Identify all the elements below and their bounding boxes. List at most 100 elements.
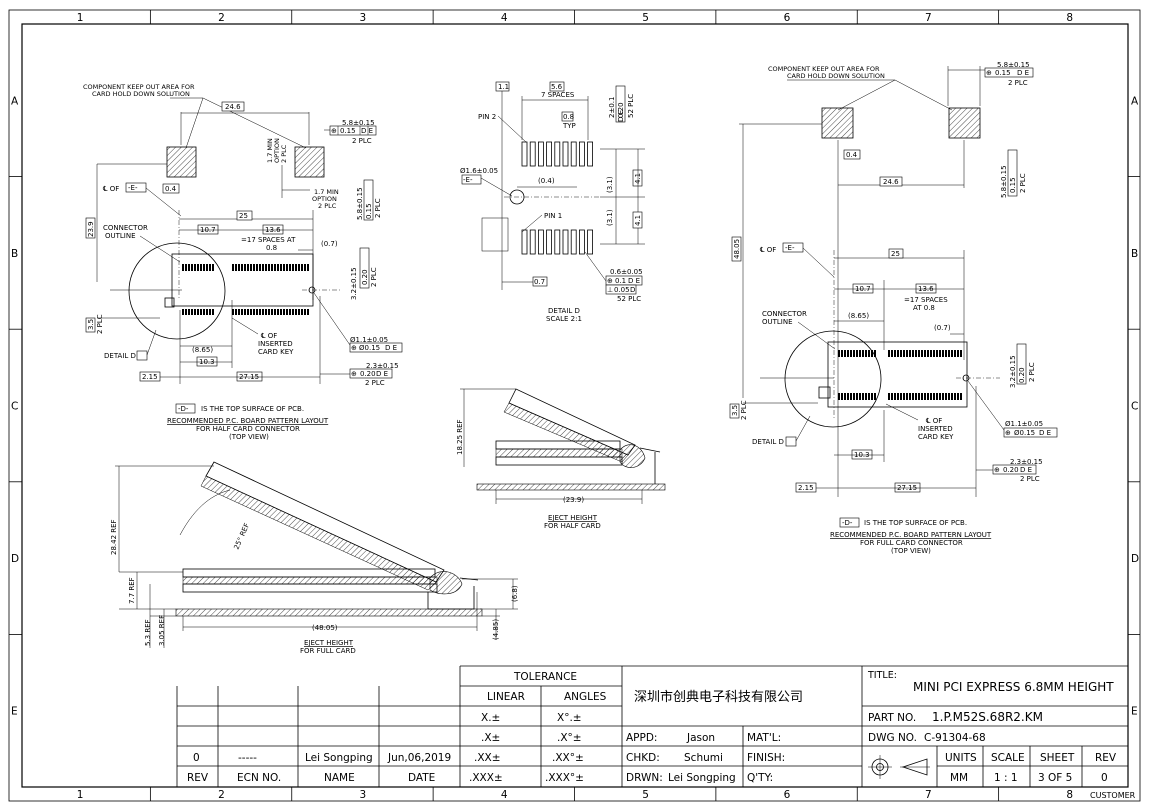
pin-outline: [521, 141, 528, 167]
ef-7-7: 7.7 REF: [128, 577, 136, 604]
drwn-label: DRWN:: [626, 772, 663, 784]
plc-2: 2 PLC: [352, 137, 372, 145]
pad: [939, 350, 941, 357]
dd-plc52b: 52 PLC: [617, 295, 641, 303]
pad: [307, 309, 309, 315]
plc-2-v: 2 PLC: [374, 198, 382, 218]
pin-outline: [554, 141, 561, 167]
appd-value: Jason: [686, 732, 715, 744]
f-rec-2: FOR FULL CARD CONNECTOR: [860, 539, 963, 547]
col-label-top: 7: [925, 12, 932, 24]
pad: [951, 350, 953, 357]
option-vertical-2: OPTION: [273, 138, 281, 163]
ef-4-85: (4.85): [492, 619, 500, 640]
f-plc2-c: 2 PLC: [740, 400, 748, 420]
pin-outline: [538, 141, 544, 167]
pin-outline: [587, 141, 593, 167]
f-tol-020b: 0.20: [1003, 466, 1019, 474]
rev-row-date: Jun,06,2019: [387, 752, 451, 764]
pad: [915, 393, 917, 400]
pin-outline: [587, 229, 593, 255]
dd-datum-d: D: [630, 286, 635, 294]
ef-6-8: (6.8): [511, 585, 519, 602]
row-label-left: D: [11, 553, 19, 565]
pad: [241, 309, 243, 315]
sheet-label: SHEET: [1040, 752, 1075, 764]
f-2-15: 2.15: [798, 484, 814, 492]
f-cl-key-3: CARD KEY: [918, 433, 954, 441]
dd-1-6: Ø1.6±0.05: [460, 167, 498, 175]
pad: [874, 350, 876, 357]
cl-of: ℄ OF: [103, 185, 119, 193]
pad: [203, 264, 205, 271]
pad: [277, 264, 279, 271]
f-1-1: Ø1.1±0.05: [1005, 420, 1043, 428]
pad: [847, 393, 849, 400]
sheet-value: 3 OF 5: [1038, 772, 1072, 784]
row-label-right: E: [1131, 706, 1138, 718]
pad: [265, 264, 267, 271]
pad: [933, 350, 935, 357]
pin-outline: [562, 141, 569, 167]
datum-de-c: D E: [376, 370, 388, 378]
conn-outline-1: CONNECTOR: [103, 224, 148, 232]
keepout-note: COMPONENT KEEP OUT AREA FOR CARD HOLD DO…: [83, 83, 307, 149]
dd-0-8: 0.8: [563, 113, 574, 121]
pad: [200, 264, 202, 271]
pad: [259, 309, 261, 315]
f-3-2: 3.2±0.15: [1009, 355, 1017, 388]
tol-dia-0-15: Ø0.15: [359, 344, 380, 352]
pad: [232, 264, 234, 271]
f-cl-of: ℄ OF: [760, 246, 776, 254]
pad: [939, 393, 941, 400]
pad: [927, 350, 929, 357]
f-0-7: (0.7): [934, 324, 951, 332]
pad: [235, 309, 237, 315]
f-plc2-v: 2 PLC: [1019, 173, 1027, 193]
pad: [868, 350, 870, 357]
f-2-3: 2.3±0.15: [1010, 458, 1043, 466]
pad: [286, 264, 288, 271]
f-25: 25: [891, 250, 900, 258]
pad: [897, 350, 899, 357]
title-block: 0 ----- Lei Songping Jun,06,2019 REV ECN…: [176, 665, 1136, 800]
f-conn-2: OUTLINE: [762, 318, 793, 326]
dim-3-5: 3.5: [87, 319, 95, 330]
dd-3-1b: (3.1): [606, 209, 614, 226]
dim-0-7: (0.7): [321, 240, 338, 248]
pad: [253, 309, 255, 315]
pad: [927, 393, 929, 400]
pad: [262, 309, 264, 315]
pad: [924, 350, 926, 357]
ef-28-42: 28.42 REF: [110, 519, 118, 555]
dd-2: 2±0.1: [608, 97, 616, 118]
rev-row-name: Lei Songping: [305, 752, 373, 764]
pad: [853, 350, 855, 357]
pad: [933, 393, 935, 400]
ang-3: .XXX°±: [545, 772, 584, 784]
f-keepout-2: CARD HOLD DOWN SOLUTION: [787, 72, 885, 80]
pad: [871, 393, 873, 400]
pad: [283, 264, 285, 271]
rev-row-ecn: -----: [238, 752, 257, 764]
pad: [951, 393, 953, 400]
f-detail-circle: [784, 330, 882, 428]
units-value: MM: [950, 772, 968, 784]
part-number: 1.P.M52S.68R2.KM: [932, 710, 1043, 724]
f-rec-3: (TOP VIEW): [891, 547, 931, 555]
pad: [298, 309, 300, 315]
datum-de: D E: [361, 127, 373, 135]
col-label-bottom: 7: [925, 789, 932, 801]
scale-value: 1 : 1: [994, 772, 1018, 784]
dd-datum-de2: D E: [628, 277, 640, 285]
pad: [894, 350, 896, 357]
pad: [859, 350, 861, 357]
rev-value: 0: [1101, 772, 1108, 784]
f-keepout-1: COMPONENT KEEP OUT AREA FOR: [768, 65, 880, 73]
row-label-right: D: [1131, 553, 1139, 565]
dim-3-2: 3.2±0.15: [350, 267, 358, 300]
pad: [948, 393, 950, 400]
dd-datum-de: D E: [617, 110, 625, 122]
pad: [274, 309, 276, 315]
pad: [283, 309, 285, 315]
